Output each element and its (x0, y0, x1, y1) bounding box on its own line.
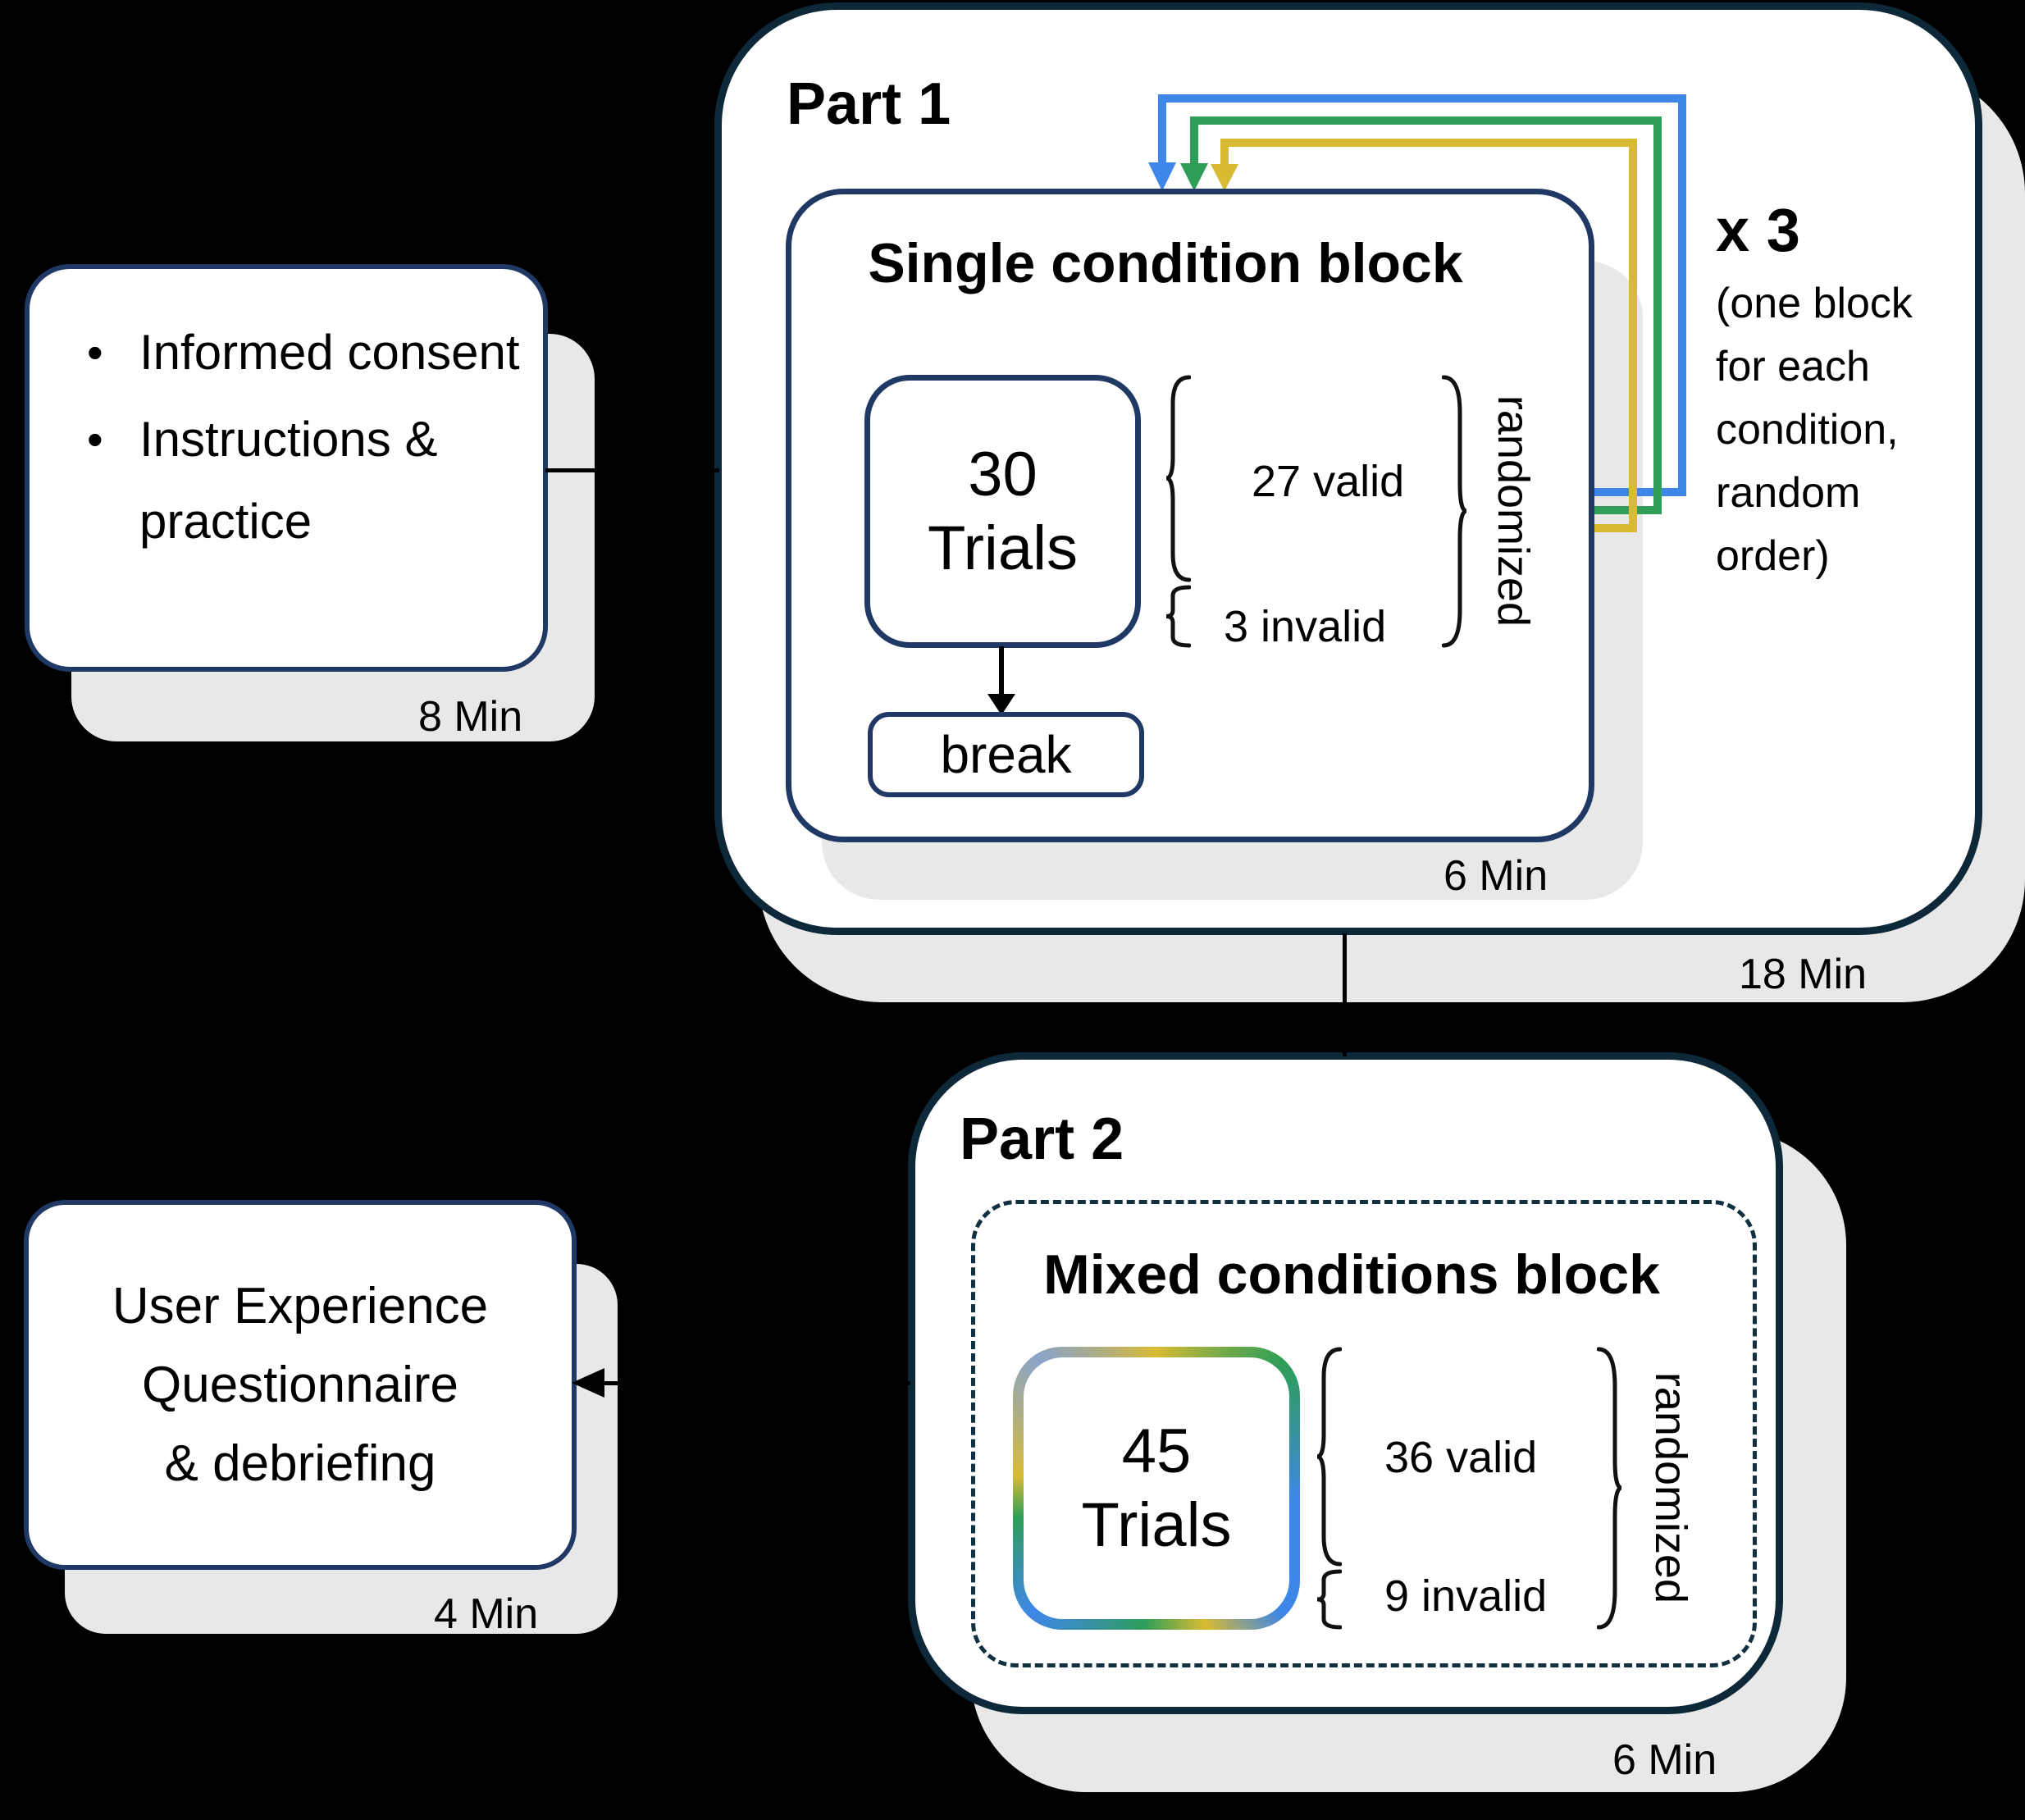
part2-duration-label: 6 Min (1612, 1736, 1717, 1784)
randomized-label-part2: randomized (1646, 1371, 1695, 1604)
ux-duration-label: 4 Min (434, 1590, 539, 1638)
connector-intro-to-part1 (545, 468, 719, 472)
trials-count: 45 (1121, 1416, 1192, 1486)
part1-title: Part 1 (787, 71, 951, 137)
brace-valid-part1 (1165, 375, 1191, 582)
connector-part1-to-part2 (1343, 933, 1347, 1056)
bullet-item-informed-consent: • Informed consent (79, 312, 525, 394)
break-box: break (868, 712, 1144, 797)
ux-questionnaire-card: User Experience Questionnaire & debriefi… (24, 1200, 577, 1570)
single-condition-block-title: Single condition block (868, 232, 1463, 294)
brace-randomized-part2 (1597, 1347, 1622, 1630)
trials-45-box-inner: 45 Trials (1024, 1357, 1289, 1619)
arrow-down-icon (987, 694, 1015, 715)
trials-word: Trials (1081, 1489, 1232, 1560)
brace-valid-part2 (1316, 1347, 1342, 1567)
arrow-left-icon (572, 1368, 604, 1398)
bullet-text: Informed consent (139, 325, 520, 380)
valid-trials-label-part1: 27 valid (1252, 457, 1405, 506)
part1-duration-label: 18 Min (1739, 951, 1868, 998)
mixed-conditions-block (971, 1200, 1757, 1667)
mixed-conditions-block-title: Mixed conditions block (1043, 1243, 1660, 1306)
valid-trials-label-part2: 36 valid (1384, 1433, 1538, 1482)
bullet-text: Instructions & practice (139, 412, 438, 549)
brace-randomized-part1 (1442, 375, 1467, 648)
bullet-icon: • (87, 326, 103, 378)
trials-word: Trials (928, 513, 1078, 583)
bullet-icon: • (87, 413, 103, 465)
brace-invalid-part2 (1316, 1569, 1342, 1630)
repeat-count-label: x 3 (1716, 196, 1800, 264)
invalid-trials-label-part1: 3 invalid (1224, 602, 1387, 651)
intro-duration-label: 8 Min (418, 693, 523, 741)
ux-line: User Experience (112, 1277, 489, 1334)
trials-to-break-connector (999, 646, 1004, 697)
break-label: break (940, 725, 1072, 784)
intro-bullet-list: • Informed consent • Instructions & prac… (30, 269, 543, 563)
repeat-note: (one block for each condition, random or… (1716, 280, 1913, 580)
connector-part2-to-ux (603, 1381, 910, 1385)
ux-line: Questionnaire (141, 1356, 459, 1413)
trials-count: 30 (968, 439, 1038, 509)
bullet-item-instructions-practice: • Instructions & practice (79, 399, 525, 563)
randomized-label-part1: randomized (1489, 395, 1538, 627)
intro-card: • Informed consent • Instructions & prac… (25, 264, 548, 672)
single-block-duration-label: 6 Min (1443, 852, 1548, 900)
ux-line: & debriefing (164, 1435, 436, 1492)
brace-invalid-part1 (1165, 585, 1191, 648)
part2-title: Part 2 (960, 1106, 1124, 1172)
trials-30-box: 30 Trials (864, 375, 1141, 648)
trials-45-box: 45 Trials (1013, 1347, 1300, 1630)
invalid-trials-label-part2: 9 invalid (1384, 1571, 1548, 1621)
